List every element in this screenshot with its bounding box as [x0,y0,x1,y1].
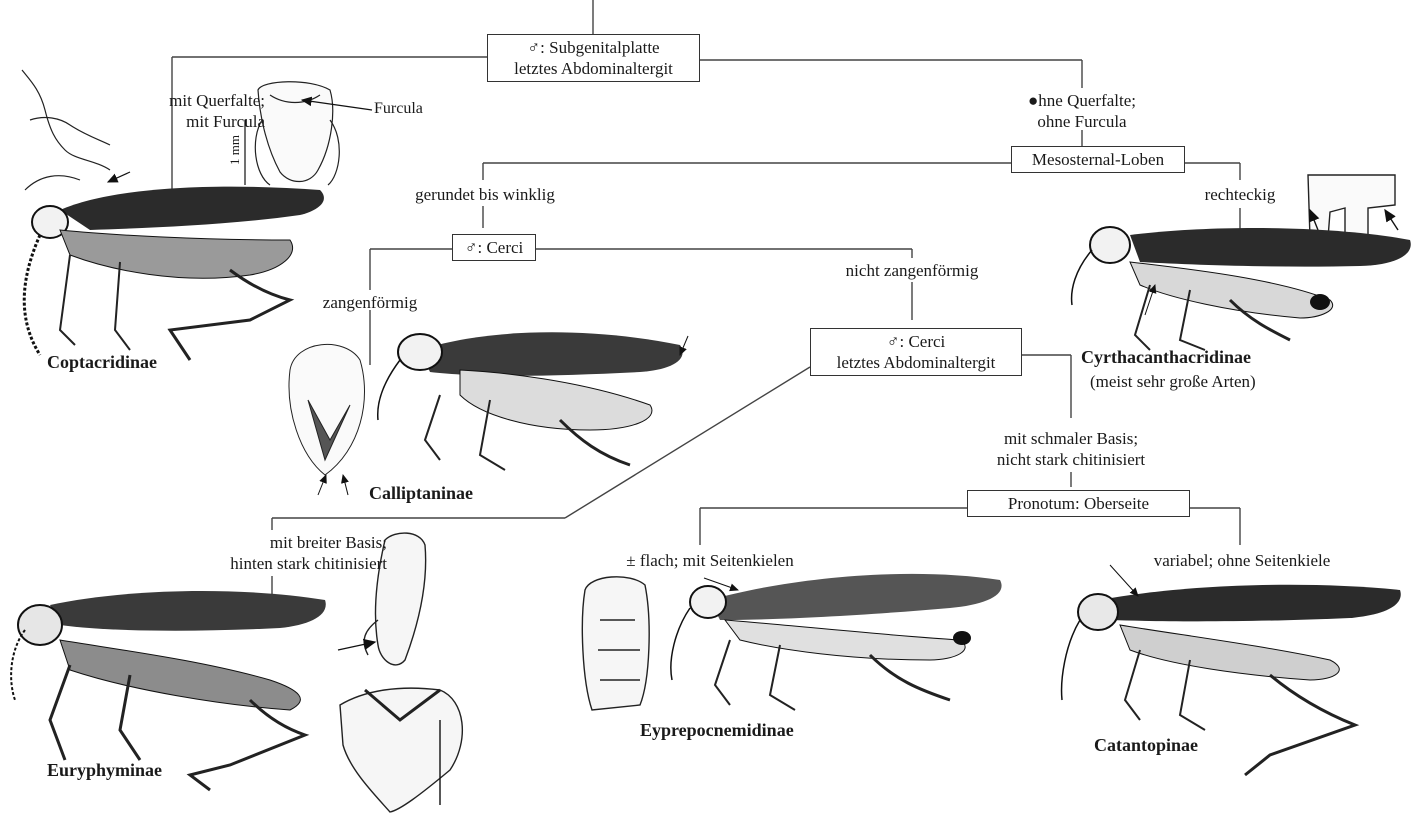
mesosternal-node: Mesosternal-Loben [1011,146,1185,173]
cerci-tergit-node: ♂: Cerci letztes Abdominaltergit [810,328,1022,376]
taxon-eyprepocnemidinae: Eyprepocnemidinae [640,720,794,741]
branch-flach: ± flach; mit Seitenkielen [592,550,828,571]
branch-schmale-basis-line1: mit schmaler Basis; [978,428,1164,449]
calliptaninae-cerci-sketch [289,344,364,495]
branch-schmale-basis: mit schmaler Basis; nicht stark chitinis… [978,428,1164,470]
branch-mit-querfalte-line1: mit Querfalte; [95,90,265,111]
furcula-annotation: Furcula [374,100,423,118]
branch-nicht-zangenfoermig: nicht zangenförmig [825,260,999,281]
taxon-cyrthacanthacridinae: Cyrthacanthacridinae [1081,347,1251,368]
root-node: ♂: Subgenitalplatte letztes Abdominalter… [487,34,700,82]
pronotum-node: Pronotum: Oberseite [967,490,1190,517]
branch-mit-querfalte-line2: mit Furcula [95,111,265,132]
cerci-tergit-line1: ♂: Cerci [817,331,1015,352]
branch-mit-querfalte: mit Querfalte; mit Furcula [95,90,265,132]
root-node-line1: ♂: Subgenitalplatte [494,37,693,58]
branch-gerundet: gerundet bis winklig [400,184,570,205]
cerci-node: ♂: Cerci [452,234,536,261]
branch-schmale-basis-line2: nicht stark chitinisiert [978,449,1164,470]
branch-variabel: variabel; ohne Seitenkiele [1123,550,1361,571]
cerci-tergit-line2: letztes Abdominaltergit [817,352,1015,373]
taxon-coptacridinae: Coptacridinae [47,352,157,373]
euryphyminae-detail-sketch [338,533,462,812]
calliptaninae-illustration [378,332,688,470]
mesosternal-node-label: Mesosternal-Loben [1032,150,1164,169]
taxon-cyrthacanthacridinae-note: (meist sehr große Arten) [1090,372,1256,392]
branch-ohne-querfalte: ●hne Querfalte; ohne Furcula [1000,90,1164,132]
branch-ohne-querfalte-line1: ●hne Querfalte; [1000,90,1164,111]
taxon-euryphyminae: Euryphyminae [47,760,162,781]
taxon-catantopinae: Catantopinae [1094,735,1198,756]
branch-breite-basis-line1: mit breiter Basis; [155,532,387,553]
branch-rechteckig: rechteckig [1195,184,1285,205]
branch-breite-basis-line2: hinten stark chitinisiert [155,553,387,574]
pronotum-node-label: Pronotum: Oberseite [1008,494,1149,513]
coptacridinae-illustration [24,187,324,360]
root-node-line2: letztes Abdominaltergit [494,58,693,79]
branch-zangenfoermig: zangenförmig [312,292,428,313]
eyprepocnemidinae-pronotum-sketch [582,577,649,710]
branch-ohne-querfalte-line2: ohne Furcula [1000,111,1164,132]
cerci-node-label: ♂: Cerci [465,238,524,257]
eyprepocnemidinae-illustration [671,574,1002,710]
cyrthacanthacridinae-illustration [1072,227,1411,350]
scale-annotation: 1 mm [227,135,243,165]
branch-breite-basis: mit breiter Basis; hinten stark chitinis… [155,532,387,574]
taxon-calliptaninae: Calliptaninae [369,483,473,504]
